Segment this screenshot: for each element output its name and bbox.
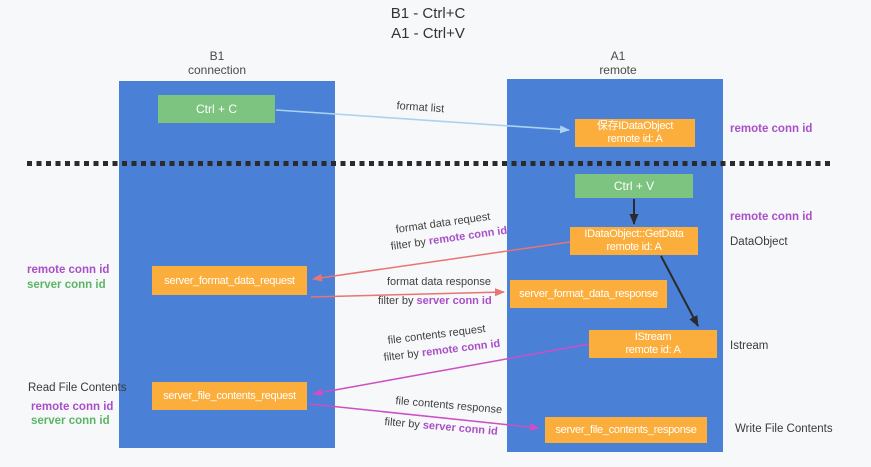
annotation-remote-conn-id-left-2: remote conn id	[31, 401, 114, 413]
annotation-istream: Istream	[730, 340, 769, 352]
edge-label-format-list: format list	[396, 100, 445, 116]
node-save-idataobject: 保存IDataObject remote id: A	[575, 119, 695, 147]
node-save-idataobject-line2: remote id: A	[607, 133, 663, 145]
lifeline-header-a1: A1 remote	[548, 49, 688, 77]
filter-by-prefix-2: filter by	[378, 295, 417, 307]
node-server-format-data-request: server_format_data_request	[152, 266, 307, 295]
annotation-remote-conn-id-right-1: remote conn id	[730, 123, 813, 135]
edge-label-format-data-response: format data response	[387, 276, 491, 288]
node-server-file-contents-response: server_file_contents_response	[545, 417, 707, 443]
node-ctrl-c: Ctrl + C	[158, 95, 275, 123]
node-save-idataobject-line1: 保存IDataObject	[596, 120, 674, 132]
node-istream-line2: remote id: A	[625, 344, 681, 356]
edge-label-file-contents-response: file contents response	[394, 395, 503, 417]
lifeline-header-b1: B1 connection	[147, 49, 287, 77]
lifeline-a1-subtitle: remote	[599, 63, 637, 77]
node-idataobject-getdata-line2: remote id: A	[606, 241, 662, 253]
annotation-dataobject: DataObject	[730, 236, 788, 248]
node-server-format-data-response: server_format_data_response	[510, 280, 667, 308]
diagram-title: B1 - Ctrl+C A1 - Ctrl+V	[278, 4, 578, 44]
node-istream: IStream remote id: A	[589, 330, 717, 358]
lifeline-b1-title: B1	[209, 49, 225, 63]
filter-by-prefix-3: filter by	[383, 347, 423, 364]
annotation-read-file-contents: Read File Contents	[28, 382, 127, 394]
edge-label-filter-by-server-1: filter by server conn id	[378, 295, 492, 307]
filter-by-id-2: server conn id	[416, 295, 492, 307]
lifeline-b1-subtitle: connection	[187, 63, 247, 77]
filter-by-id-4: server conn id	[422, 419, 499, 438]
filter-by-prefix-1: filter by	[390, 235, 430, 253]
filter-by-prefix-4: filter by	[383, 416, 424, 432]
annotation-remote-conn-id-right-2: remote conn id	[730, 211, 813, 223]
annotation-write-file-contents: Write File Contents	[735, 423, 833, 435]
node-idataobject-getdata: IDataObject::GetData remote id: A	[570, 227, 698, 255]
node-istream-line1: IStream	[634, 331, 672, 343]
node-ctrl-v: Ctrl + V	[575, 174, 693, 198]
lifeline-a1-title: A1	[610, 49, 626, 63]
annotation-server-conn-id-left-2: server conn id	[31, 415, 110, 427]
node-server-file-contents-request: server_file_contents_request	[152, 382, 307, 410]
edge-label-filter-by-server-2: filter by server conn id	[384, 416, 498, 438]
annotation-server-conn-id-left-1: server conn id	[27, 279, 106, 291]
annotation-remote-conn-id-left-1: remote conn id	[27, 264, 110, 276]
clipboard-boundary-dashed-line	[27, 161, 832, 166]
title-line-1: B1 - Ctrl+C	[390, 5, 466, 22]
title-line-2: A1 - Ctrl+V	[391, 25, 465, 42]
node-idataobject-getdata-line1: IDataObject::GetData	[584, 228, 684, 240]
